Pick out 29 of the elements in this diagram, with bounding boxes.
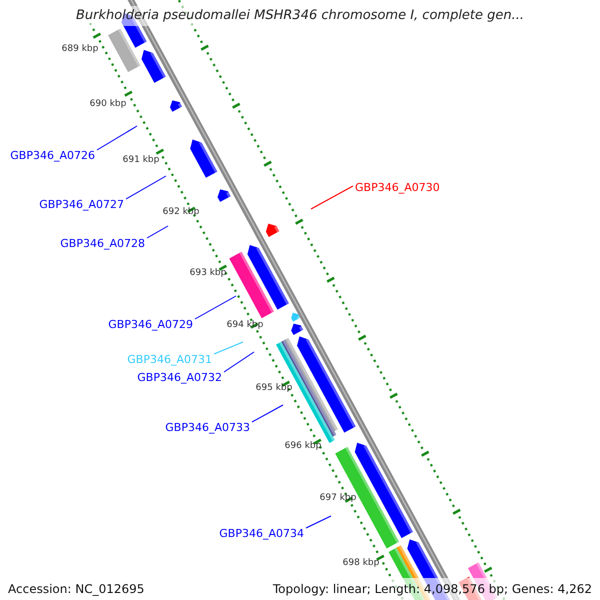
tick-label: 693 kbp [190, 267, 226, 279]
leader-line [146, 226, 168, 238]
footer-text: Topology: linear; Length: 4,098,576 bp; Genes: 4,262 [272, 581, 592, 598]
gene-label: GBP346_A0731 [127, 353, 212, 366]
leader-line [252, 404, 284, 422]
gene-label: GBP346_A0730 [355, 181, 440, 194]
gene-label: GBP346_A0728 [60, 237, 145, 250]
leader-line [310, 186, 354, 210]
leader-line [306, 516, 332, 528]
gene-label: GBP346_A0727 [39, 198, 124, 211]
tick-label: 692 kbp [162, 206, 200, 218]
leader-line [224, 352, 254, 372]
tick-label: 689 kbp [62, 43, 98, 55]
gene-label: GBP346_A0733 [165, 421, 250, 434]
leader-line [194, 296, 236, 320]
leader-line [214, 342, 244, 354]
leader-line [126, 176, 166, 200]
tick-label: 696 kbp [284, 440, 322, 452]
tick-label: 698 kbp [342, 557, 380, 569]
leader-line [96, 126, 138, 150]
gene-label: GBP346_A0732 [137, 371, 222, 384]
tick-label: 697 kbp [320, 492, 356, 504]
gene-label: GBP346_A0726 [10, 149, 95, 162]
footer-text: Accession: NC_012695 [8, 581, 144, 598]
tick-label: 690 kbp [90, 98, 126, 110]
gene-label: GBP346_A0734 [219, 527, 304, 540]
tick-label: 695 kbp [256, 382, 292, 394]
tick-label: 691 kbp [122, 154, 160, 166]
gene-label: GBP346_A0729 [108, 318, 193, 331]
